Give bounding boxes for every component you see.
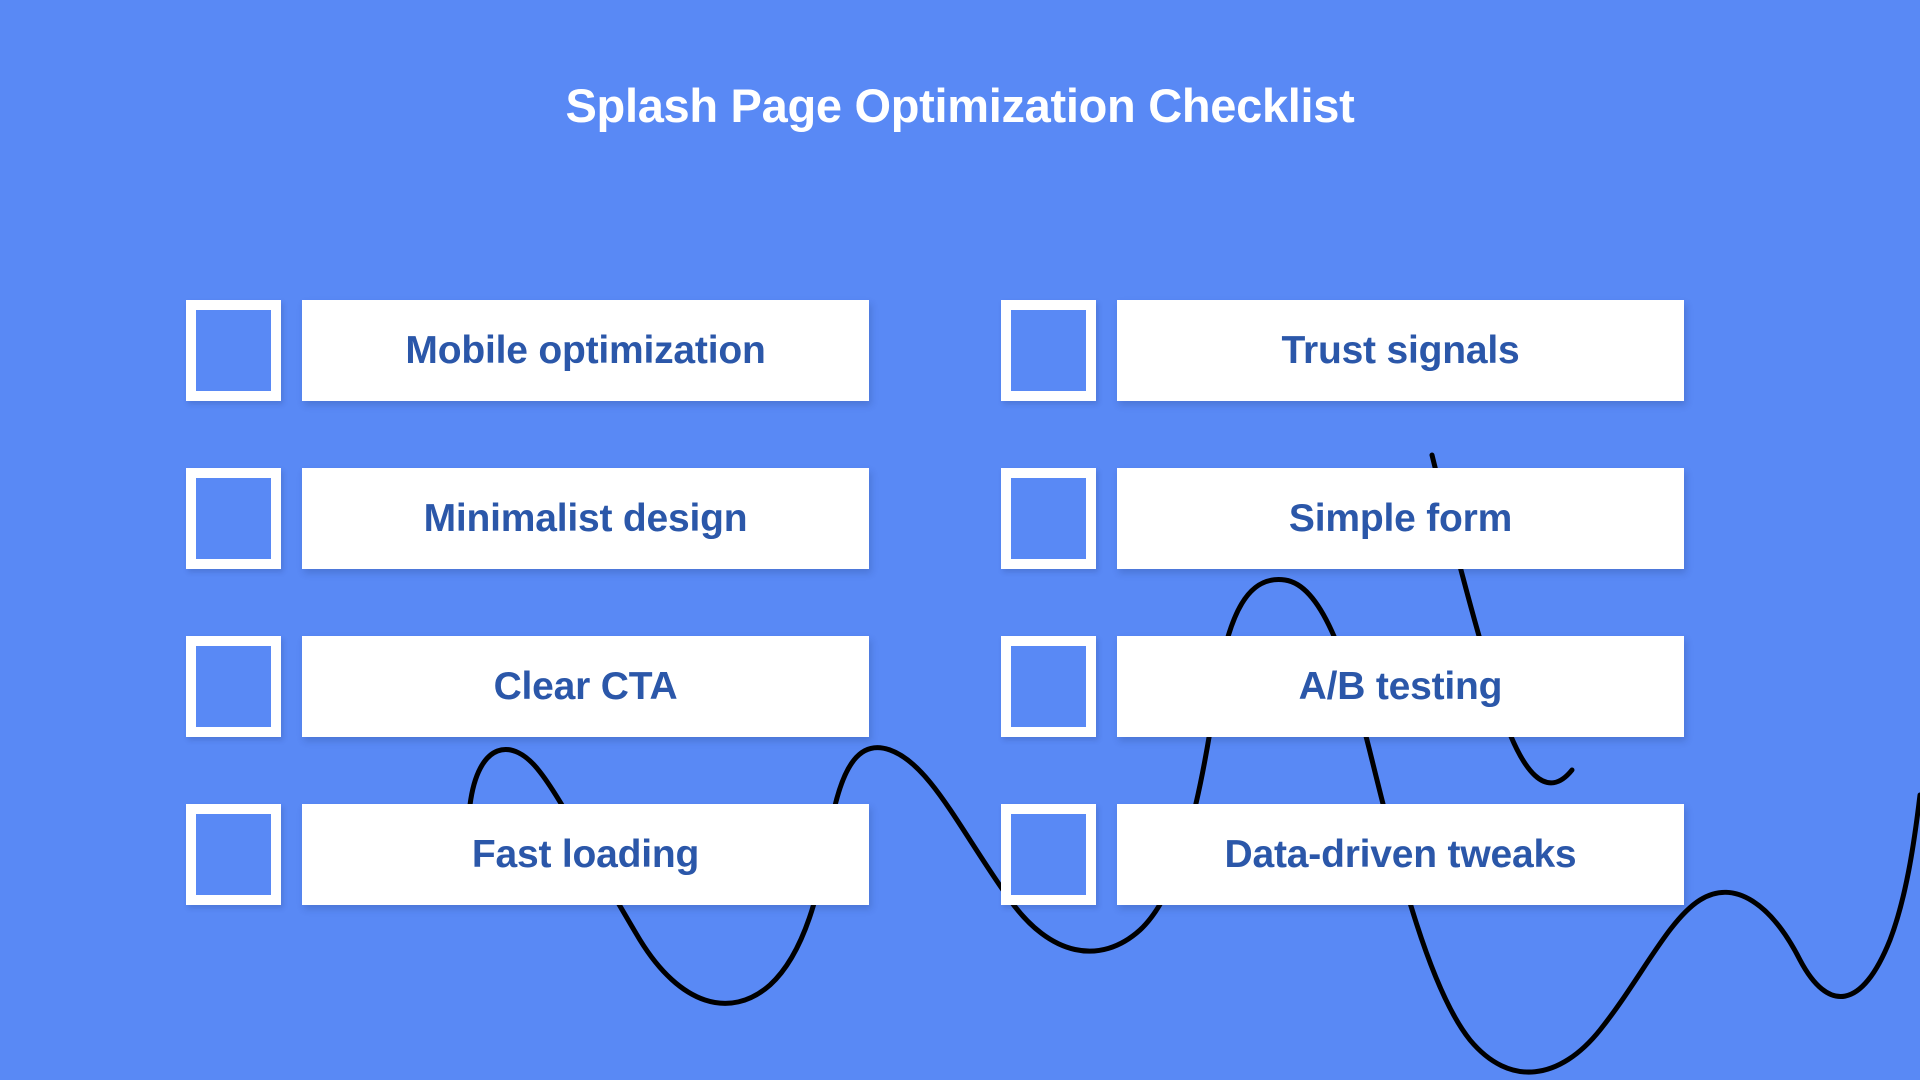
checkbox-icon[interactable] <box>186 468 281 569</box>
checklist-row[interactable]: A/B testing <box>1001 636 1684 737</box>
checklist-card[interactable]: Minimalist design <box>302 468 869 569</box>
checklist-card[interactable]: Trust signals <box>1117 300 1684 401</box>
checklist-row[interactable]: Trust signals <box>1001 300 1684 401</box>
checklist-item-label: Trust signals <box>1281 329 1520 372</box>
checklist-card[interactable]: Clear CTA <box>302 636 869 737</box>
checklist-item-label: Clear CTA <box>493 665 678 708</box>
checklist-item-label: Mobile optimization <box>405 329 766 372</box>
checkbox-icon[interactable] <box>1001 468 1096 569</box>
checklist-item-label: Fast loading <box>471 833 700 876</box>
checklist-item-label: Simple form <box>1288 497 1513 540</box>
checklist-row[interactable]: Clear CTA <box>186 636 869 737</box>
checklist-item-label: Data-driven tweaks <box>1224 833 1577 876</box>
checklist-column-right: Trust signals Simple form A/B testing Da… <box>1001 300 1684 905</box>
checklist-card[interactable]: Mobile optimization <box>302 300 869 401</box>
checkbox-icon[interactable] <box>1001 636 1096 737</box>
checklist-card[interactable]: Data-driven tweaks <box>1117 804 1684 905</box>
checklist-row[interactable]: Minimalist design <box>186 468 869 569</box>
checklist-row[interactable]: Simple form <box>1001 468 1684 569</box>
checkbox-icon[interactable] <box>186 636 281 737</box>
checklist-card[interactable]: Simple form <box>1117 468 1684 569</box>
checklist-row[interactable]: Data-driven tweaks <box>1001 804 1684 905</box>
checklist-column-left: Mobile optimization Minimalist design Cl… <box>186 300 869 905</box>
checklist-item-label: Minimalist design <box>423 497 748 540</box>
checklist-card[interactable]: A/B testing <box>1117 636 1684 737</box>
checklist-item-label: A/B testing <box>1298 665 1503 708</box>
checklist-row[interactable]: Fast loading <box>186 804 869 905</box>
checkbox-icon[interactable] <box>186 300 281 401</box>
checkbox-icon[interactable] <box>1001 300 1096 401</box>
checklist-card[interactable]: Fast loading <box>302 804 869 905</box>
checkbox-icon[interactable] <box>186 804 281 905</box>
checklist-row[interactable]: Mobile optimization <box>186 300 869 401</box>
checkbox-icon[interactable] <box>1001 804 1096 905</box>
page-title: Splash Page Optimization Checklist <box>565 79 1355 132</box>
